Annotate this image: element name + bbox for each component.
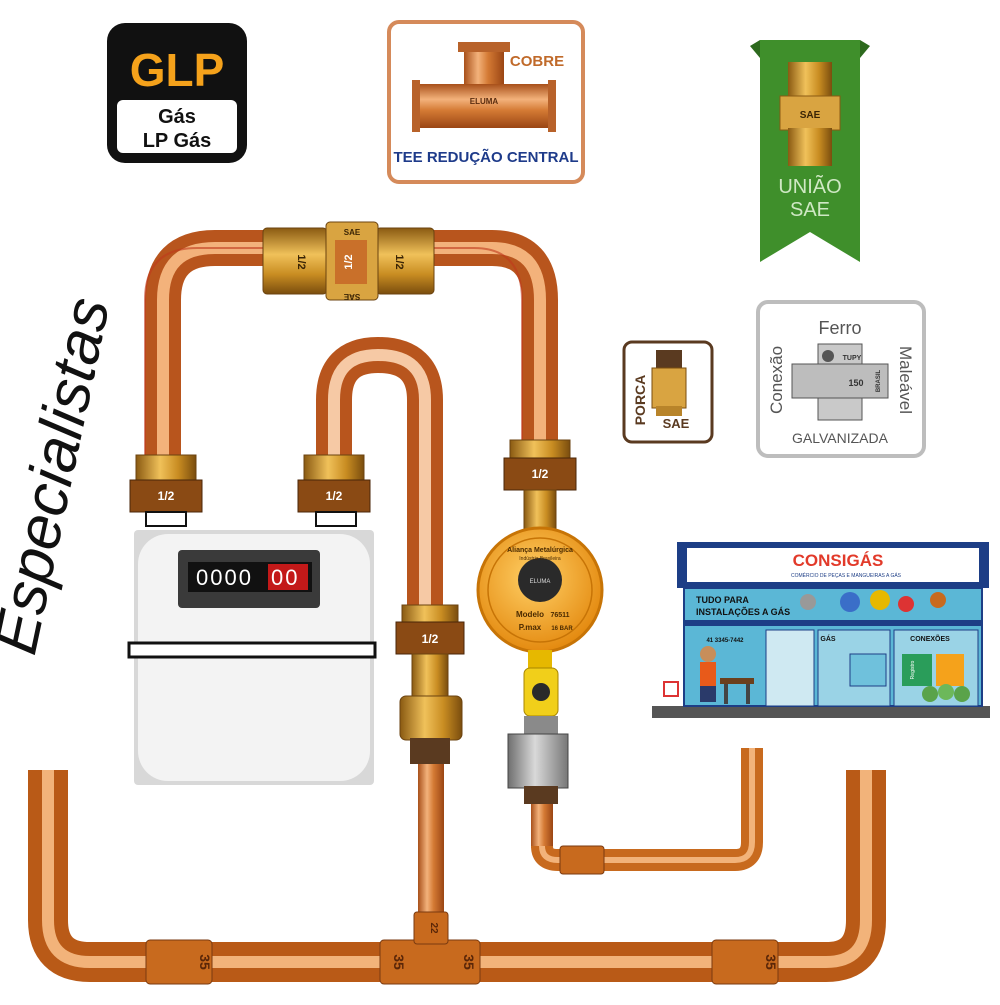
store-phone: 41 3345-7442 [706,638,744,644]
store-name: CONSIGÁS [793,551,884,570]
regulator-center: ELUMA [530,579,551,585]
store-banner-line2: INSTALAÇÕES A GÁS [696,607,790,617]
union-sae-top: SAE [344,228,361,237]
porca-card: PORCA SAE [622,340,714,444]
store-section-conexoes: CONEXÕES [910,634,950,643]
tee-material: COBRE [510,53,564,70]
regulator-inlet-nut: 1/2 [503,439,577,531]
side-title: Especialistas [0,292,123,660]
union-size-right: 1/2 [393,254,405,269]
glp-line1: Gás [158,106,196,128]
ferro-brand: TUPY [843,355,862,362]
ferro-top: Ferro [818,318,861,338]
store-section-gas: GÁS [820,634,836,643]
ferro-right: Maleável [896,346,915,414]
tee-caption: TEE REDUÇÃO CENTRAL [393,148,578,166]
glp-badge: GLP Gás LP Gás [107,23,247,163]
uniao-line1: UNIÃO [778,174,841,198]
union-size-left: 1/2 [295,254,307,269]
nut-left-label: 1/2 [158,489,175,503]
regulator-model-label: Modelo [516,610,544,619]
union-size-center: 1/2 [343,254,355,269]
tee-brand: ELUMA [470,97,499,106]
copper-pipes-bottom: 35 35 35 35 22 [27,748,886,985]
store-tagline: COMÉRCIO DE PEÇAS E MANGUEIRAS A GÁS [791,572,902,579]
regulator-pmax-value: 16 BAR [551,626,573,632]
copper-label-tee-right: 35 [461,954,477,970]
porca-sae: SAE [663,416,690,431]
uniao-fitting-label: SAE [800,110,821,121]
ferro-left: Conexão [767,346,786,414]
regulator-pmax-label: P.max [519,623,542,632]
ferro-fitting-number: 150 [848,378,863,388]
regulator-brand: Aliança Metalúrgica [507,547,573,554]
copper-label-tee-top: 22 [428,922,439,934]
regulator-model-value: 76511 [550,612,569,619]
ferro-side-label: BRASIL [876,370,882,393]
nut-outlet-label: 1/2 [422,632,439,646]
copper-label-right: 35 [763,954,779,970]
store-product-label: Registro [910,660,916,679]
porca-word: PORCA [632,375,648,426]
copper-label-left: 35 [197,954,213,970]
nut-reg-label: 1/2 [532,467,549,481]
uniao-ribbon: SAE UNIÃO SAE [750,40,870,262]
gas-regulator: Aliança Metalúrgica Indústria Brasileira… [476,526,604,804]
ferro-bottom: GALVANIZADA [792,430,889,446]
glp-line2: LP Gás [143,130,212,152]
store-banner-line1: TUDO PARA [696,595,749,605]
ferro-card: Ferro GALVANIZADA Conexão Maleável TUPY … [756,300,926,458]
meter-reading-red: 00 [271,565,299,590]
union-fitting: 1/2 SAE SAE 1/2 1/2 [262,221,435,301]
uniao-line2: SAE [790,199,830,221]
consigas-store: CONSIGÁS COMÉRCIO DE PEÇAS E MANGUEIRAS … [652,542,990,718]
meter-reading-black: 0000 [196,565,253,590]
tee-card: ELUMA COBRE TEE REDUÇÃO CENTRAL [387,20,585,184]
meter-outlet-valve: 1/2 [395,604,465,764]
meter-nut-left: 1/2 [129,454,203,527]
copper-label-tee-left: 35 [391,954,407,970]
regulator-subtitle: Indústria Brasileira [519,556,561,562]
nut-right-label: 1/2 [326,489,343,503]
glp-title: GLP [130,44,225,96]
meter-nut-right: 1/2 [297,454,371,527]
union-sae-bottom: SAE [343,292,360,301]
gas-meter: 0000 00 [127,530,377,785]
